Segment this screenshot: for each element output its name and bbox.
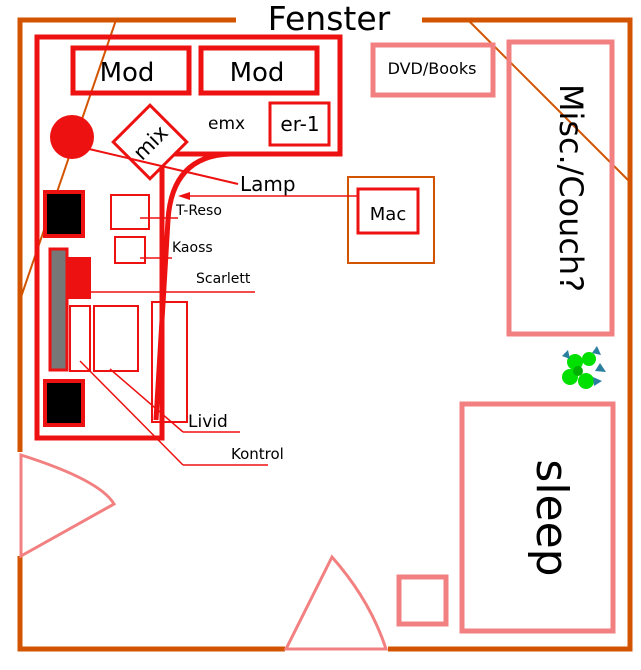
- window-label: Fenster: [268, 0, 391, 38]
- couch-area: [506, 39, 615, 337]
- left-door-swing: [19, 452, 117, 559]
- treso-box: [110, 194, 150, 230]
- lamp-label: Lamp: [240, 172, 296, 196]
- kaoss-label: Kaoss: [172, 240, 213, 256]
- mac-label: Mac: [370, 204, 406, 225]
- speaker-bottom: [43, 379, 85, 427]
- scarlett-box: [67, 257, 91, 299]
- er1-label: er-1: [280, 112, 319, 136]
- dvd-books-shelf: [370, 42, 496, 98]
- cable-curve: [153, 151, 330, 421]
- controller-slim: [69, 305, 91, 372]
- couch-label: Misc./Couch?: [552, 84, 590, 292]
- keyboard-strip: [48, 247, 69, 372]
- mod-module-right: [198, 45, 320, 96]
- er1-box: [268, 101, 331, 147]
- controller-pad: [93, 305, 139, 372]
- speaker-top: [43, 190, 85, 238]
- bottom-door-swing: [283, 554, 389, 651]
- bed: [459, 401, 616, 634]
- kaoss-box: [114, 236, 146, 264]
- kontrol-label: Kontrol: [231, 445, 284, 463]
- plant-icon: [562, 346, 606, 389]
- mixer-box: [111, 103, 189, 181]
- livid-box: [151, 301, 188, 423]
- dvd-books-label: DVD/Books: [388, 59, 477, 78]
- livid-label: Livid: [188, 412, 228, 432]
- mod-left-label: Mod: [100, 58, 155, 88]
- mac-inner-box: [356, 187, 420, 235]
- kontrol-pointer-line: [79, 360, 184, 466]
- mod-right-label: Mod: [230, 58, 285, 88]
- lamp-pointer-line: [71, 144, 239, 185]
- livid-pointer-line: [109, 368, 184, 433]
- scarlett-label: Scarlett: [196, 271, 251, 287]
- lamp-circle: [50, 115, 94, 159]
- mod-module-left: [70, 45, 192, 96]
- mac-outer-box: [347, 176, 435, 264]
- treso-label: T-Reso: [175, 203, 222, 219]
- emx-label: emx: [208, 114, 245, 134]
- bed-label: sleep: [526, 459, 577, 576]
- small-cabinet: [396, 574, 449, 627]
- mac-arrow-head: [178, 192, 190, 200]
- window-gap: [236, 8, 422, 30]
